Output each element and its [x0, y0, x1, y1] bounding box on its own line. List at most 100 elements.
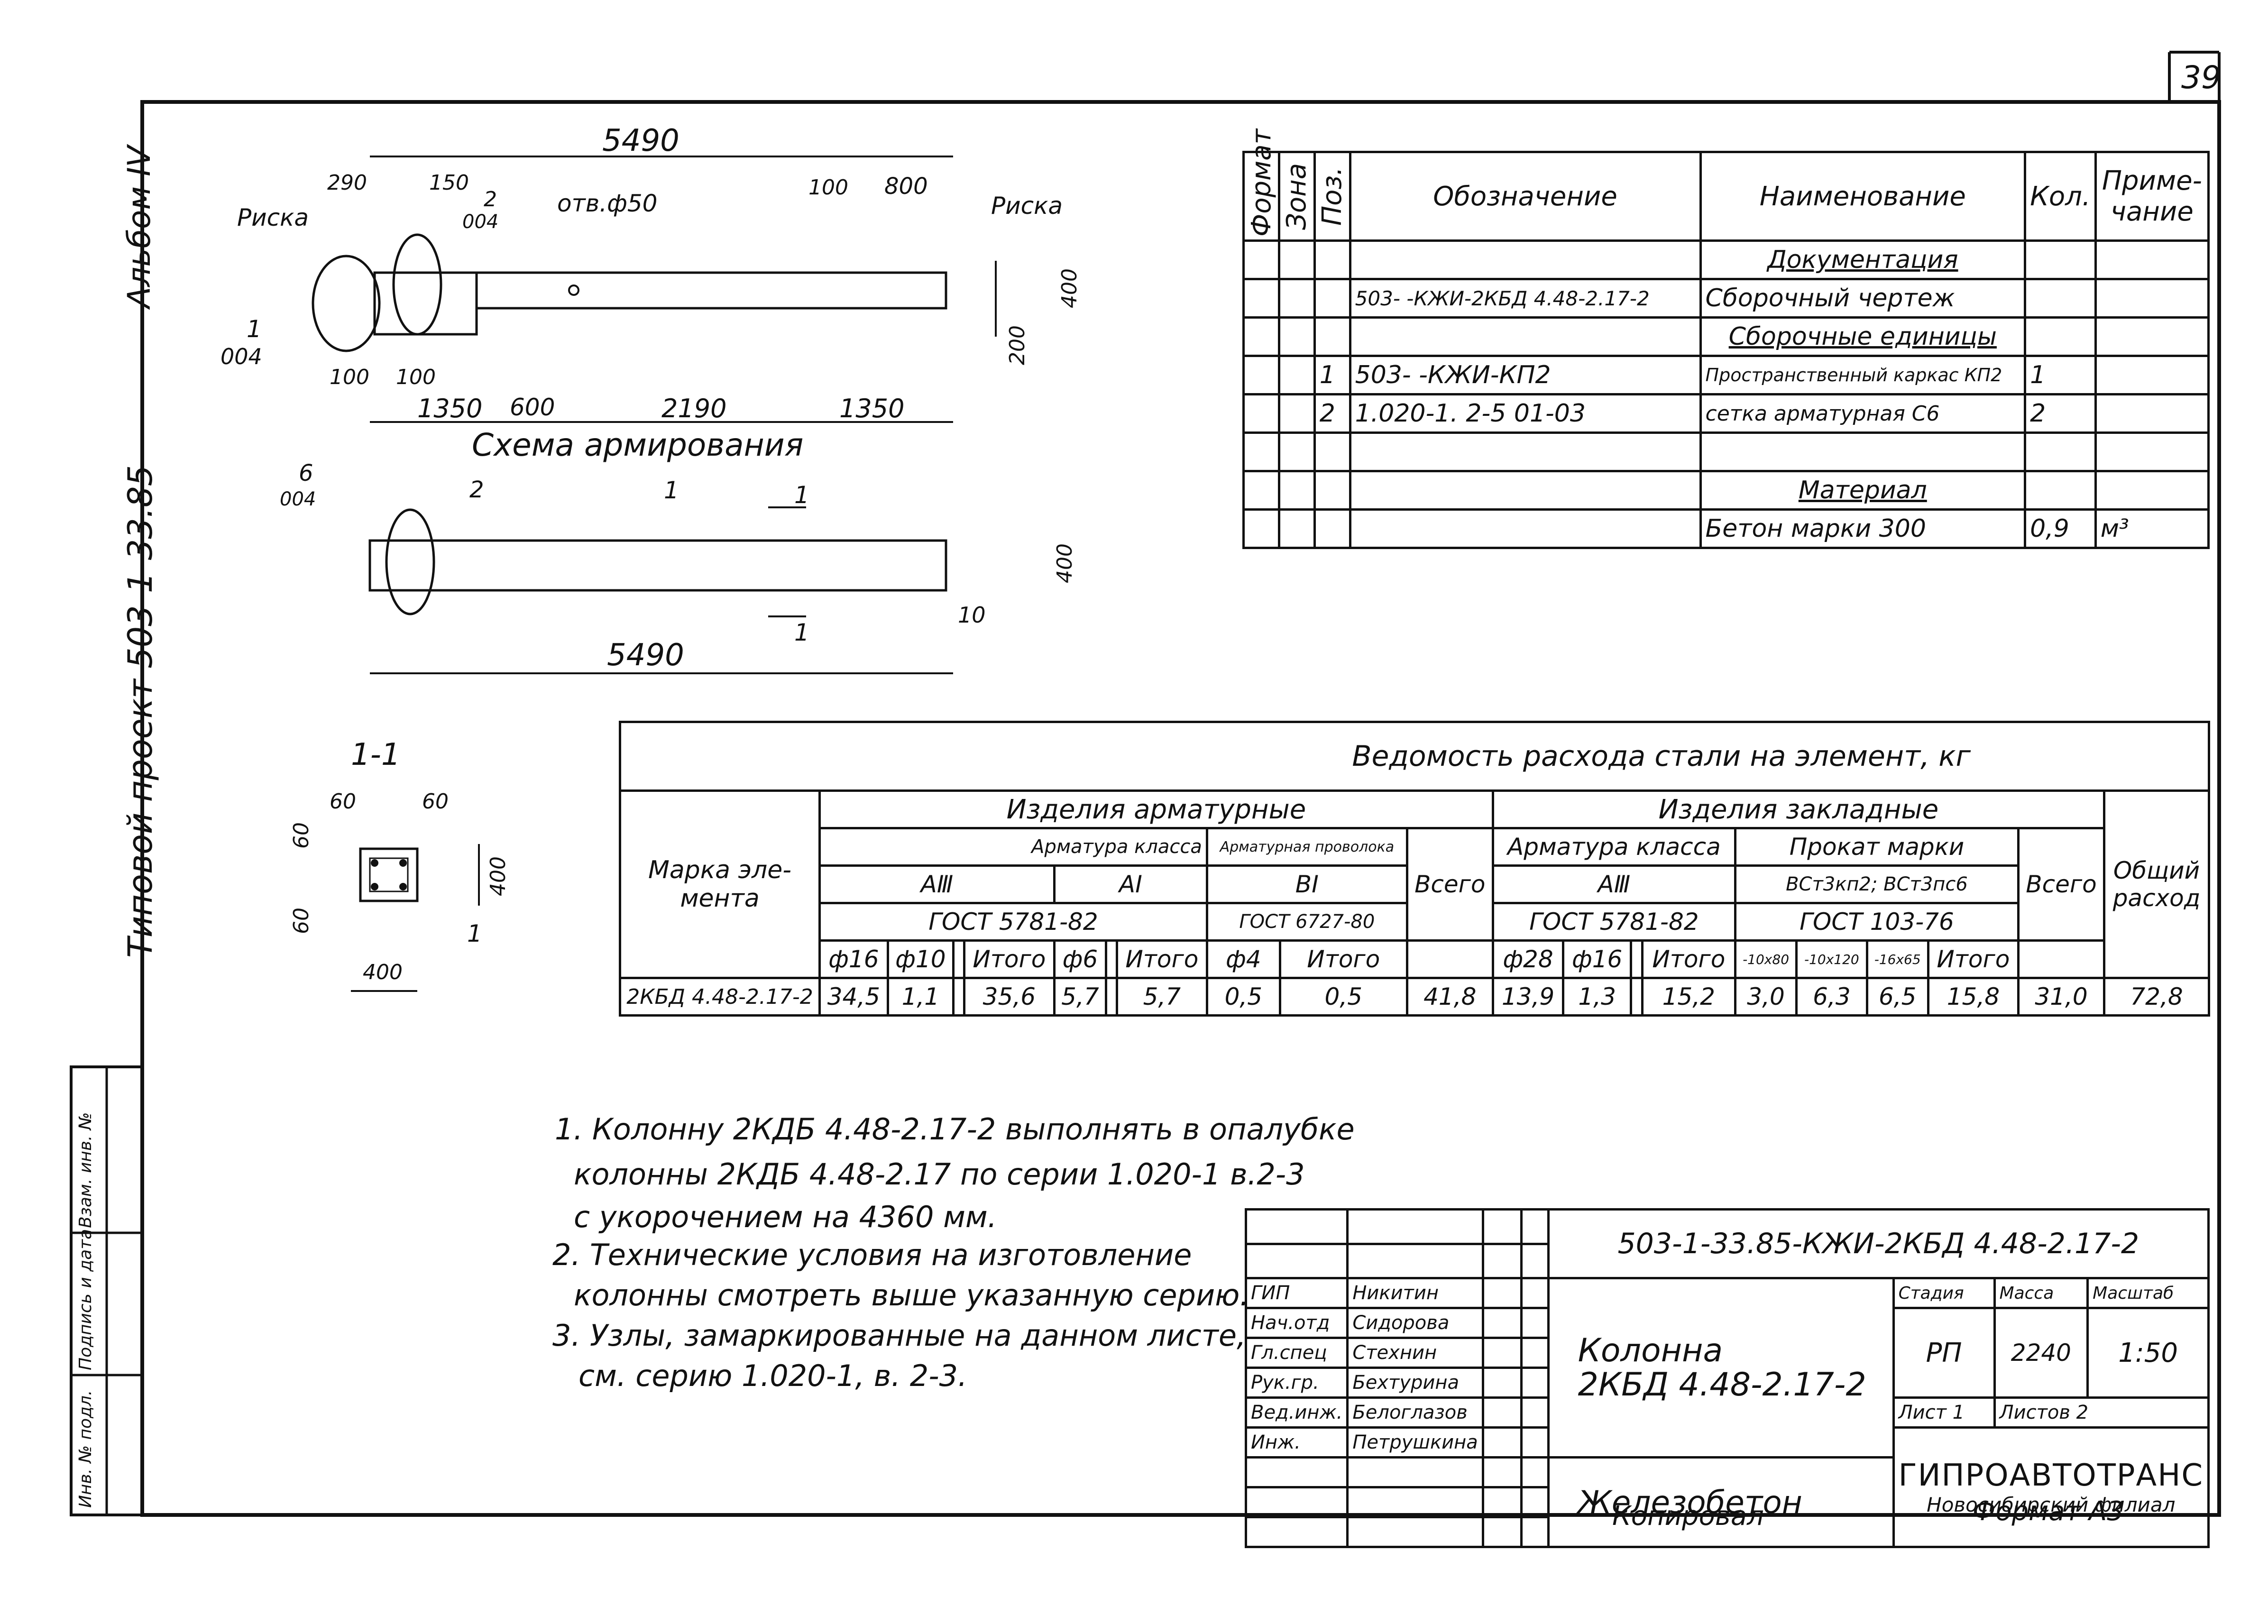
dim-800: 800 [884, 173, 928, 200]
spec-header-code: Обозначение [1349, 151, 1702, 242]
section-label-1: 1 [467, 920, 482, 947]
section-dim-60d: 60 [289, 908, 313, 934]
dim-100c: 100 [396, 365, 436, 389]
stamp-mass: 2240 [1993, 1307, 2089, 1399]
stamp-title-1: Колонна [1578, 1331, 1723, 1369]
note-line-1: 1. Колонну 2КДБ 4.48-2.17-2 выполнять в … [555, 1112, 1355, 1147]
side-stamp-inv: Инв. № подл. [76, 1390, 95, 1508]
section-mark-top: 1 [794, 481, 809, 509]
steel-total-armature: Всего [1405, 827, 1494, 942]
label-1-plan: 1 [664, 477, 679, 504]
dim-1350a: 1350 [417, 394, 483, 423]
dim-150: 150 [429, 171, 469, 195]
steel-class-bi: ВI [1205, 864, 1408, 904]
dim-100b: 100 [330, 365, 369, 389]
steel-armature-class-emb: Арматура класса [1491, 827, 1736, 867]
dim-290: 290 [327, 171, 367, 195]
steel-class-aiii-emb: АⅢ [1491, 864, 1736, 904]
section-mark-bottom: 1 [794, 619, 809, 646]
stamp-scale: 1:50 [2086, 1307, 2210, 1399]
spec-header-pos: Поз. [1314, 152, 1350, 241]
label-004-plan: 004 [280, 488, 316, 510]
stamp-org: ГИПРОАВТОТРАНС [1898, 1458, 2204, 1493]
label-pos-1: 1 [247, 315, 262, 343]
steel-row-mark: 2КБД 4.48-2.17-2 [619, 977, 821, 1017]
side-stamp-replace: Взам. инв. № [76, 1112, 95, 1228]
label-6: 6 [299, 460, 313, 486]
column-plan [368, 506, 953, 674]
stamp-org-branch: Новосибирский филиал [1927, 1493, 2176, 1516]
dim-600: 600 [510, 394, 555, 421]
spec-header-zone: Зона [1279, 152, 1315, 241]
column-elevation [312, 156, 997, 423]
steel-gost-5781: ГОСТ 5781-82 [818, 902, 1208, 942]
spec-row: Сборочные единицы [1242, 316, 2210, 357]
label-004-top: 004 [462, 211, 499, 233]
dim-total-top: 5490 [602, 123, 679, 158]
section-1-1 [351, 844, 480, 992]
album-label: Альбом IV [121, 146, 157, 308]
steel-grand-total-header: Общий расход [2103, 789, 2210, 979]
copied-label: Копировал [1612, 1501, 1764, 1532]
spec-row: Документация [1242, 239, 2210, 280]
note-line-7: см. серию 1.020-1, в. 2-3. [578, 1358, 967, 1393]
steel-gost-103: ГОСТ 103-76 [1734, 902, 2020, 942]
steel-consumption-table: Ведомость расхода стали на элемент, кг М… [619, 721, 2210, 1017]
label-004-left: 004 [220, 344, 262, 369]
spec-row [1242, 431, 2210, 472]
spec-header-qty: Кол. [2024, 151, 2097, 242]
section-title: 1-1 [351, 737, 401, 772]
specification-table: Формат Зона Поз. Обозначение Наименовани… [1242, 129, 2210, 549]
section-dim-60a: 60 [330, 789, 356, 814]
spec-header-name: Наименование [1699, 151, 2027, 242]
steel-wire-header: Арматурная проволока [1205, 827, 1408, 867]
steel-armature-class: Арматура класса [818, 827, 1208, 867]
spec-header-format: Формат [1243, 129, 1279, 241]
steel-mark-header: Марка эле-мента [619, 789, 821, 979]
stamp-stage: РП [1892, 1307, 1996, 1399]
steel-class-ai: АI [1053, 864, 1208, 904]
note-line-4: 2. Технические условия на изготовление [552, 1238, 1192, 1272]
steel-class-aiii: АⅢ [818, 864, 1056, 904]
dim-total-bottom: 5490 [607, 638, 684, 673]
page-number: 39 [2181, 59, 2221, 96]
note-line-5: колонны смотреть выше указанную серию. [574, 1278, 1249, 1312]
dim-400-top: 400 [1057, 268, 1082, 308]
steel-rolled-header: Прокат марки [1734, 827, 2020, 867]
steel-rolled-marks: ВСт3кп2; ВСт3пс6 [1734, 864, 2020, 904]
note-line-3: с укорочением на 4360 мм. [574, 1200, 997, 1234]
label-hole: отв.ф50 [557, 190, 658, 217]
dim-400-plan: 400 [1053, 543, 1077, 583]
note-line-2: колонны 2КДБ 4.48-2.17 по серии 1.020-1 … [574, 1157, 1305, 1192]
section-dim-60b: 60 [422, 789, 449, 814]
label-pos-2: 2 [484, 187, 497, 211]
section-dim-400v: 400 [486, 856, 510, 896]
steel-gost-5781b: ГОСТ 5781-82 [1491, 902, 1736, 942]
steel-total-embedded: Всего [2017, 827, 2105, 942]
project-label: Типовой проект 503-1-33.85 [121, 465, 160, 958]
stamp-code: 503-1-33.85-КЖИ-2КБД 4.48-2.17-2 [1547, 1208, 2210, 1279]
steel-armature-products: Изделия арматурные [818, 789, 1494, 829]
side-stamp-sign: Подпись и дата [76, 1229, 95, 1370]
steel-embedded-products: Изделия закладные [1491, 789, 2106, 829]
stamp-title-2: 2КБД 4.48-2.17-2 [1578, 1366, 1866, 1404]
note-line-6: 3. Узлы, замаркированные на данном листе… [552, 1318, 1246, 1353]
label-riska-left: Риска [237, 204, 309, 231]
label-riska-right: Риска [991, 192, 1063, 220]
dim-2190: 2190 [661, 394, 727, 423]
spec-row: Материал [1242, 470, 2210, 511]
label-2-plan: 2 [469, 477, 484, 503]
steel-gost-6727: ГОСТ 6727-80 [1205, 902, 1408, 942]
section-dim-60c: 60 [289, 822, 313, 849]
dim-200: 200 [1005, 325, 1029, 365]
section-dim-400h: 400 [363, 960, 403, 984]
format-label: Формат А3 [1973, 1496, 2124, 1527]
